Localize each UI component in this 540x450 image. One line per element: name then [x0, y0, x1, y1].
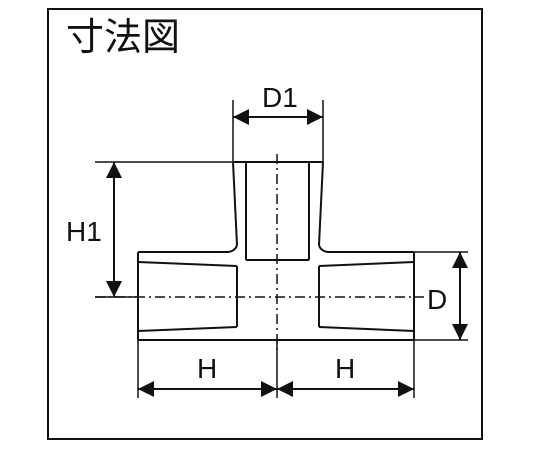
h-left-label: H — [197, 353, 217, 384]
dimension-lines — [106, 109, 468, 397]
center-lines — [95, 154, 424, 350]
h1-label: H1 — [66, 216, 102, 247]
tee-body — [137, 161, 415, 341]
diagram-title: 寸法図 — [66, 15, 181, 59]
d-label: D — [427, 284, 447, 315]
extension-lines — [95, 100, 468, 398]
d1-label: D1 — [262, 82, 298, 113]
h-right-label: H — [335, 353, 355, 384]
